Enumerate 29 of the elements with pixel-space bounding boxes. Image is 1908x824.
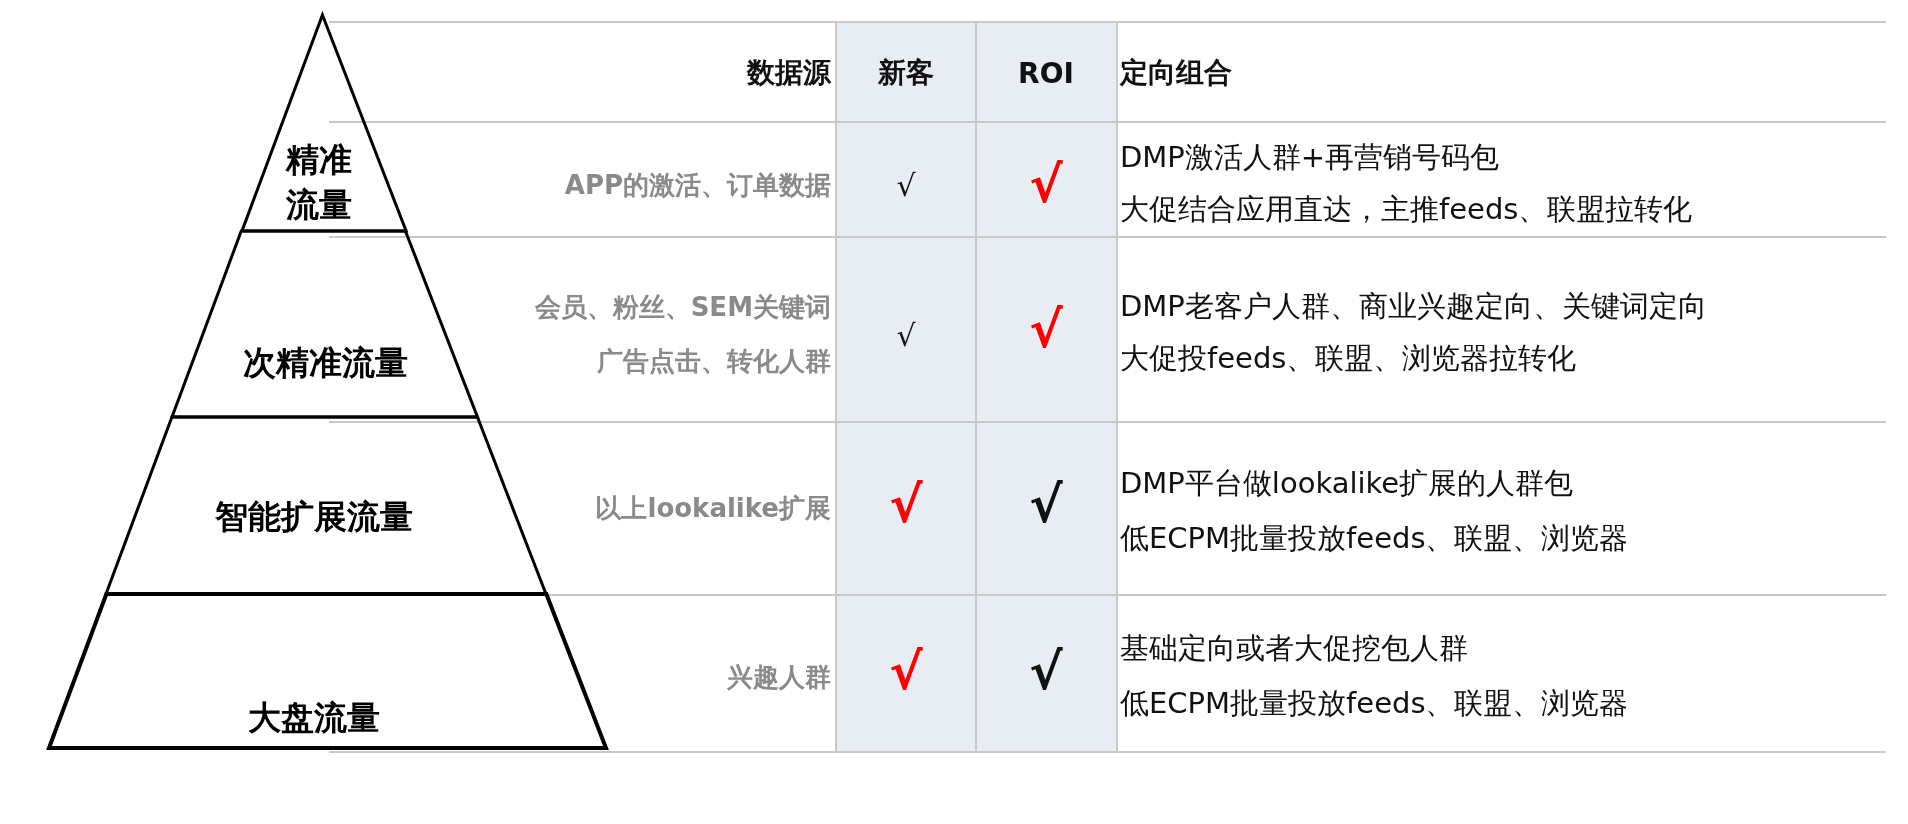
- tier-label: 精准流量: [284, 139, 353, 226]
- header-text: 新客: [878, 55, 934, 91]
- targeting-text: 大促投feeds、联盟、浏览器拉转化: [1120, 340, 1577, 377]
- targeting-text: DMP平台做lookalike扩展的人群包: [1120, 465, 1574, 502]
- check-mark: √: [889, 643, 923, 701]
- targeting-text: 大促结合应用直达，主推feeds、联盟拉转化: [1120, 191, 1693, 228]
- data-source-text: 兴趣人群: [727, 660, 831, 694]
- targeting-text: DMP老客户人群、商业兴趣定向、关键词定向: [1120, 288, 1707, 325]
- check-mark: √: [1029, 301, 1063, 359]
- check-mark: √: [896, 317, 916, 353]
- check-mark: √: [1029, 476, 1063, 534]
- data-source-text: 会员、粉丝、SEM关键词: [534, 290, 831, 324]
- data-source-text: APP的激活、订单数据: [564, 168, 831, 202]
- data-source-text: 广告点击、转化人群: [597, 344, 831, 378]
- targeting-text: 低ECPM批量投放feeds、联盟、浏览器: [1120, 685, 1629, 722]
- targeting-text: 基础定向或者大促挖包人群: [1120, 630, 1468, 667]
- check-mark: √: [1029, 156, 1063, 214]
- header-text: 定向组合: [1120, 55, 1232, 91]
- tier-label: 大盘流量: [247, 696, 381, 739]
- header-text: ROI: [1018, 56, 1074, 90]
- targeting-text: 低ECPM批量投放feeds、联盟、浏览器: [1120, 520, 1629, 557]
- header-text: 数据源: [747, 55, 831, 91]
- targeting-text: DMP激活人群+再营销号码包: [1120, 139, 1500, 176]
- tier-label: 智能扩展流量: [214, 495, 414, 538]
- tier-label: 次精准流量: [242, 341, 410, 384]
- check-mark: √: [896, 167, 916, 203]
- check-mark: √: [1029, 643, 1063, 701]
- data-source-text: 以上lookalike扩展: [595, 491, 831, 525]
- check-mark: √: [889, 476, 923, 534]
